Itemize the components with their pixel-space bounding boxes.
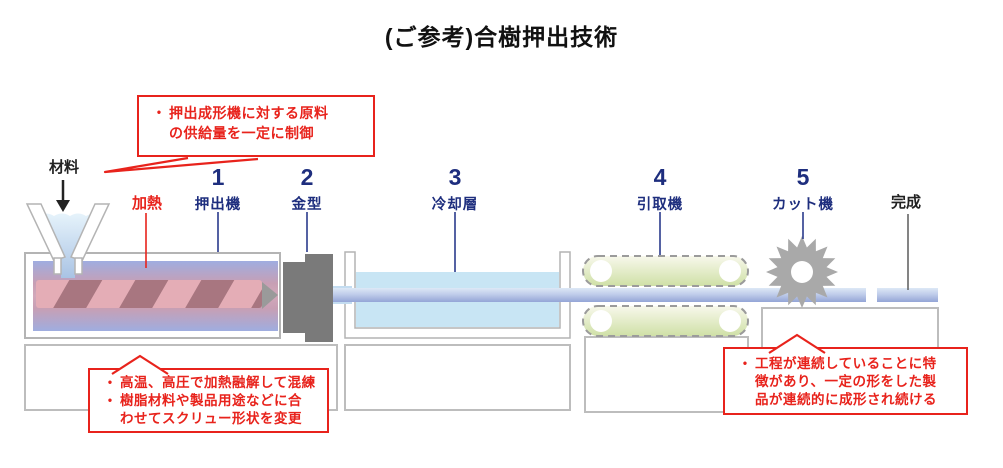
material-label: 材料 [48, 159, 79, 176]
die-block [283, 254, 333, 342]
hopper-stem-left [53, 257, 62, 275]
upper-belt [582, 255, 749, 287]
extruder-screw [36, 280, 278, 309]
callout-item: • 高温、高圧で加熱融解して混練 [100, 374, 319, 392]
step-name: 冷却層 [431, 197, 479, 213]
callout-pointer [111, 354, 169, 375]
step-cutter: 5 カット機 [748, 166, 858, 214]
callout-extruder-notes: • 高温、高圧で加熱融解して混練 • 樹脂材料や製品用途などに合 わせてスクリュ… [88, 354, 329, 433]
upper-belt-roller-left [590, 260, 612, 282]
step-number: 2 [300, 164, 314, 190]
tank-walls [344, 251, 571, 339]
step-number: 5 [796, 164, 810, 190]
leader-lines [145, 212, 909, 290]
bullet-icon: • [742, 356, 748, 370]
step-name: カット機 [772, 197, 834, 213]
lower-belt [582, 305, 749, 337]
callout-item: • 樹脂材料や製品用途などに合 わせてスクリュー形状を変更 [100, 392, 319, 428]
bullet-icon: • [156, 105, 162, 119]
step-cooling-bath: 3 冷却層 [400, 166, 510, 214]
slide-title: (ご参考)合樹押出技術 [384, 24, 619, 50]
hopper-left-wall [25, 203, 67, 262]
callout-continuous-process: • 工程が連続していることに特 徴があり、一定の形をした製 品が連続的に成形され… [723, 333, 968, 415]
step-number: 4 [653, 164, 667, 190]
step-extruder: 1 押出機 [163, 166, 273, 214]
saw-blade-hub [791, 261, 813, 283]
step-hauloff: 4 引取機 [605, 166, 715, 214]
hauloff-base [584, 336, 749, 413]
screw-shaft [36, 280, 262, 308]
step-name: 引取機 [636, 197, 684, 213]
feed-callout-tail [103, 156, 259, 174]
upper-belt-roller-right [719, 260, 741, 282]
material-arrow [56, 180, 70, 212]
step-number: 3 [448, 164, 462, 190]
cutter [766, 236, 838, 308]
cooler-base [344, 344, 571, 411]
extruded-strand [333, 288, 866, 302]
callout-item: • 押出成形機に対する原料 の供給量を一定に制御 [149, 103, 365, 144]
bullet-icon: • [107, 375, 113, 389]
callout-feed-control: • 押出成形機に対する原料 の供給量を一定に制御 [137, 95, 375, 157]
hauloff-belts [582, 255, 749, 337]
finished-label: 完成 [890, 194, 921, 211]
callout-pointer [768, 333, 826, 354]
heating-label: 加熱 [131, 195, 162, 212]
step-die: 2 金型 [252, 166, 362, 214]
lower-belt-roller-left [590, 310, 612, 332]
screw-tip-arrow [262, 282, 278, 309]
hopper [25, 203, 111, 278]
lower-belt-roller-right [719, 310, 741, 332]
step-name: 金型 [291, 197, 323, 213]
bullet-icon: • [107, 392, 113, 407]
step-name: 押出機 [194, 197, 242, 213]
callout-item: • 工程が連続していることに特 徴があり、一定の形をした製 品が連続的に成形され… [735, 355, 958, 408]
step-number: 1 [211, 164, 225, 190]
hopper-stem-right [74, 257, 83, 275]
finished-piece [877, 288, 938, 302]
